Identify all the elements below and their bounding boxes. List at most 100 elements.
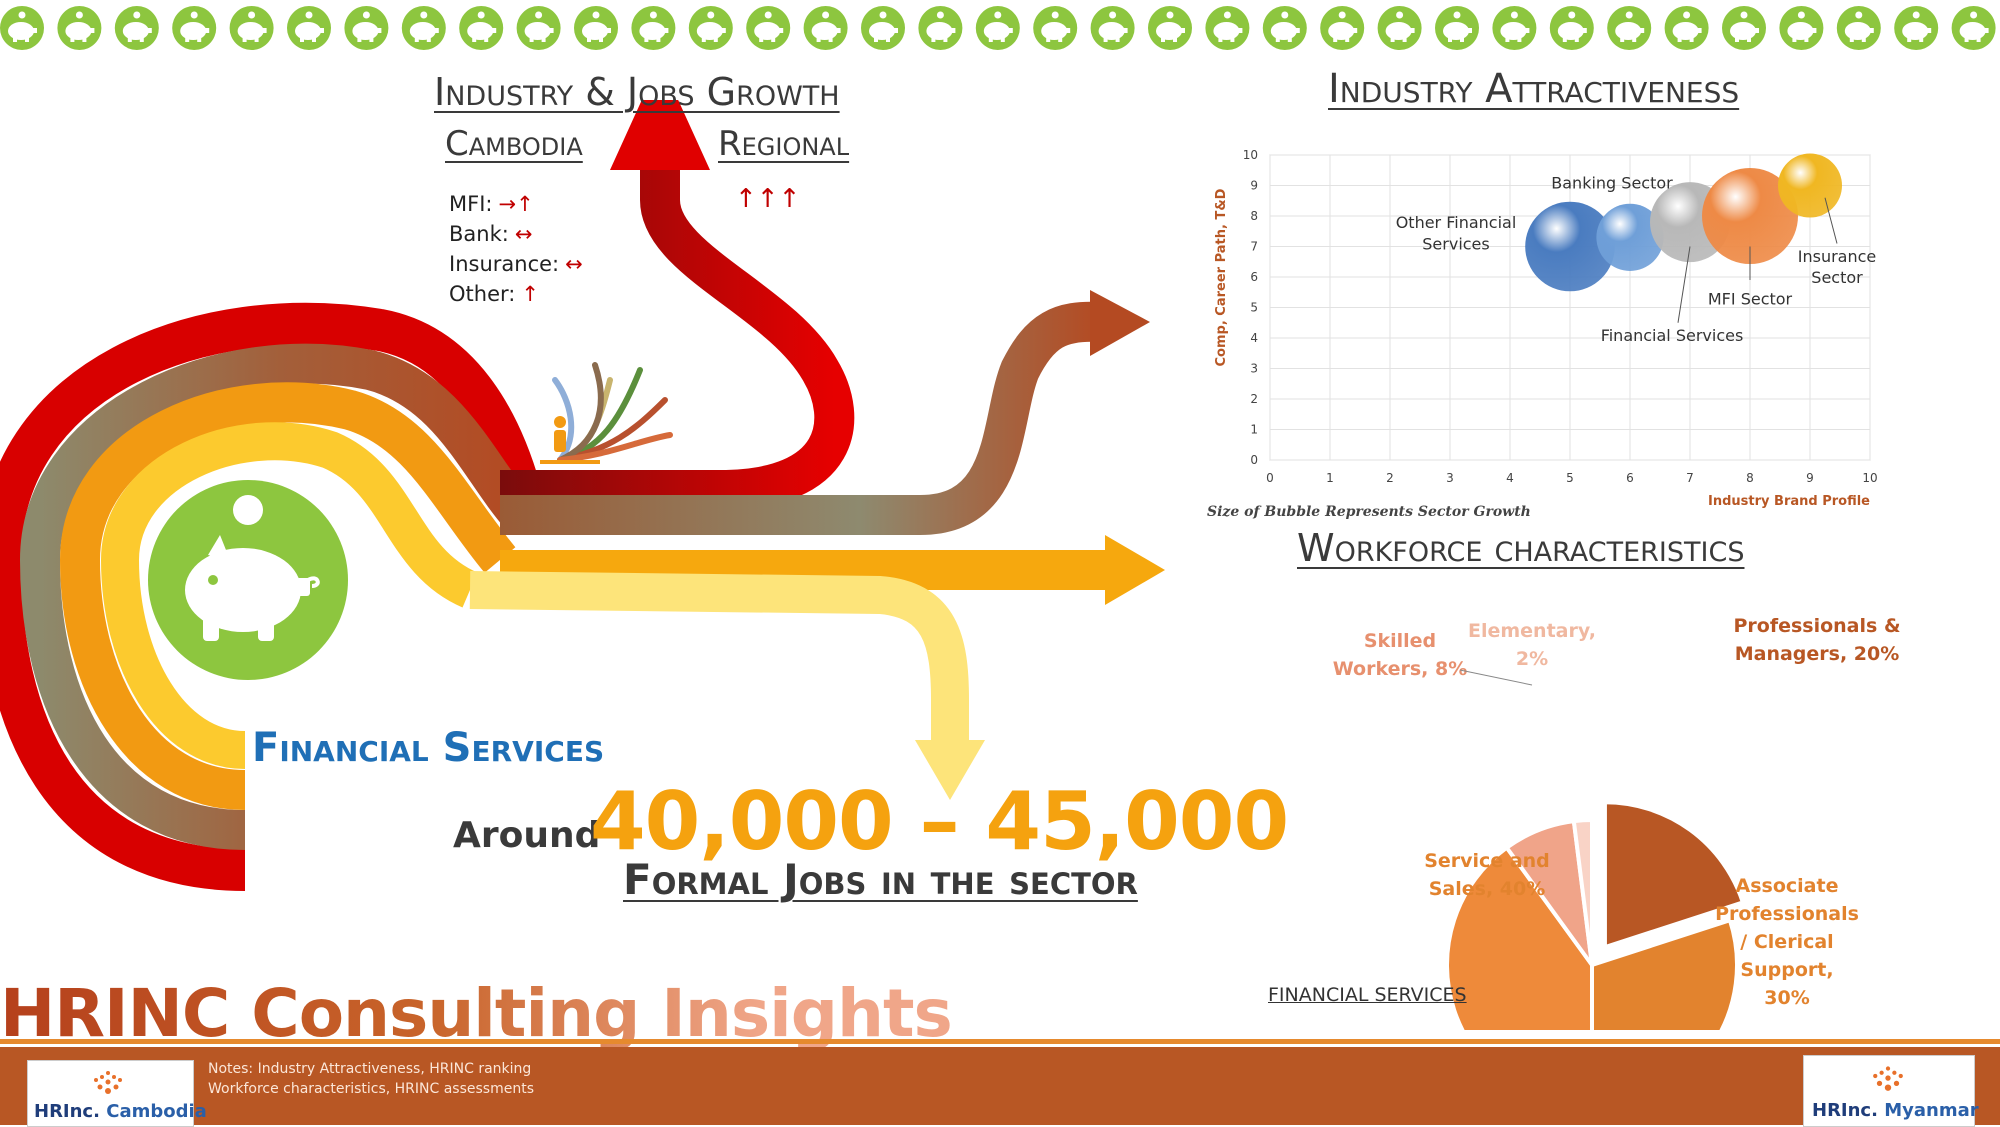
growth-item-bank: Bank:↔ <box>449 222 533 246</box>
logo-left-name: HRInc. <box>34 1101 100 1122</box>
y-tick-label: 1 <box>1250 423 1258 437</box>
y-tick-label: 6 <box>1250 270 1258 284</box>
x-tick-label: 6 <box>1626 471 1634 485</box>
y-tick-label: 7 <box>1250 240 1258 254</box>
pig-border-icon <box>1262 6 1307 50</box>
cambodia-growth-list: MFI:→↑ Bank:↔ Insurance:↔ Other:↑ <box>449 192 583 312</box>
y-tick-label: 9 <box>1250 179 1258 193</box>
pig-border-icon <box>688 6 733 50</box>
pie-data-label: Professionals &Managers, 20% <box>1733 615 1900 665</box>
x-tick-label: 5 <box>1566 471 1574 485</box>
pie-caption: FINANCIAL SERVICES <box>1268 984 1467 1006</box>
notes-line-1: Notes: Industry Attractiveness, HRINC ra… <box>208 1061 532 1077</box>
y-tick-label: 0 <box>1250 453 1258 467</box>
piggy-bank-icon <box>148 480 348 680</box>
pie-slice <box>1571 817 1594 966</box>
pig-border-icon <box>746 6 791 50</box>
x-tick-label: 9 <box>1806 471 1814 485</box>
bubble-point <box>1525 201 1615 292</box>
x-tick-label: 7 <box>1686 471 1694 485</box>
x-tick-label: 8 <box>1746 471 1754 485</box>
jobs-range: 40,000 – 45,000 <box>590 775 1289 868</box>
y-tick-label: 3 <box>1250 362 1258 376</box>
attractiveness-title: Industry Attractiveness <box>1328 66 1740 112</box>
bubble-data-label: Services <box>1422 235 1489 254</box>
logo-left-country: Cambodia <box>106 1101 207 1122</box>
y-tick-label: 5 <box>1250 301 1258 315</box>
footer-bar <box>0 1047 2000 1125</box>
pig-border-icon <box>1205 6 1250 50</box>
pig-border-icon <box>1148 6 1192 50</box>
leader-line <box>1677 246 1691 323</box>
piggy-bank-border <box>0 6 1996 50</box>
bubble-data-label: Sector <box>1811 268 1863 287</box>
pig-border-icon <box>803 6 848 50</box>
logo-hrinc-cambodia: HRInc. Cambodia <box>27 1060 207 1127</box>
logo-hrinc-myanmar: HRInc. Myanmar <box>1803 1055 1979 1127</box>
bubble-point <box>1702 168 1798 264</box>
y-tick-label: 4 <box>1250 331 1258 345</box>
sunburst-logo-icon <box>94 1071 122 1094</box>
pig-border-icon <box>344 6 389 50</box>
y-tick-label: 2 <box>1250 392 1258 406</box>
x-tick-label: 2 <box>1386 471 1394 485</box>
bubble-data-label: MFI Sector <box>1708 289 1793 308</box>
pig-border-icon <box>1492 6 1537 50</box>
bubble-data-label: Other Financial <box>1396 213 1517 232</box>
growth-item-mfi: MFI:→↑ <box>449 192 534 216</box>
pig-border-icon <box>172 6 217 50</box>
bubble-data-label: Banking Sector <box>1551 174 1673 193</box>
pig-border-icon <box>1722 6 1766 50</box>
financial-services-title: Financial Services <box>252 725 605 771</box>
career-paths-icon <box>540 362 673 464</box>
logo-right-name: HRInc. <box>1812 1100 1878 1121</box>
pig-border-icon <box>631 6 676 50</box>
pig-border-icon <box>1435 6 1479 50</box>
cambodia-label: Cambodia <box>445 124 583 164</box>
pie-slice <box>1445 844 1594 1030</box>
pig-border-icon <box>1951 6 1996 50</box>
growth-item-other: Other:↑ <box>449 282 539 306</box>
bubble-point <box>1596 203 1664 271</box>
x-tick-label: 3 <box>1446 471 1454 485</box>
bubble-data-label: Financial Services <box>1601 326 1744 345</box>
pig-border-icon <box>1894 6 1939 50</box>
around-label: Around <box>453 815 601 856</box>
pig-border-icon <box>401 6 446 50</box>
bubble-size-note: Size of Bubble Represents Sector Growth <box>1207 504 1531 520</box>
pig-border-icon <box>516 6 561 50</box>
pig-border-icon <box>1033 6 1078 50</box>
pig-border-icon <box>1090 6 1135 50</box>
logo-right-country: Myanmar <box>1884 1100 1979 1121</box>
x-tick-label: 0 <box>1266 471 1274 485</box>
leader-line <box>1824 197 1838 244</box>
pig-border-icon <box>459 6 504 50</box>
growth-title: Industry & Jobs Growth <box>434 70 840 114</box>
pig-border-icon <box>1320 6 1365 50</box>
growth-item-insurance: Insurance:↔ <box>449 252 583 276</box>
pig-border-icon <box>114 6 159 50</box>
sunburst-logo-icon <box>1873 1066 1903 1091</box>
pig-border-icon <box>229 6 274 50</box>
pig-border-icon <box>1664 6 1709 50</box>
footer-notes: Notes: Industry Attractiveness, HRINC ra… <box>208 1060 534 1099</box>
regional-arrows: ↑↑↑ <box>735 184 801 214</box>
pig-border-icon <box>0 6 44 50</box>
pig-border-icon <box>57 6 102 50</box>
pig-border-icon <box>287 6 331 50</box>
pig-border-icon <box>975 6 1020 50</box>
pig-border-icon <box>1836 6 1881 50</box>
pie-slice <box>1590 917 1739 1030</box>
x-tick-label: 10 <box>1862 471 1877 485</box>
regional-label: Regional <box>718 124 850 164</box>
x-axis-label: Industry Brand Profile <box>1708 494 1870 509</box>
pie-slice <box>1602 800 1746 950</box>
bubble-point <box>1778 153 1842 218</box>
ribbon-arrows-graphic <box>0 100 1165 891</box>
footer-accent-line <box>0 1039 2000 1044</box>
